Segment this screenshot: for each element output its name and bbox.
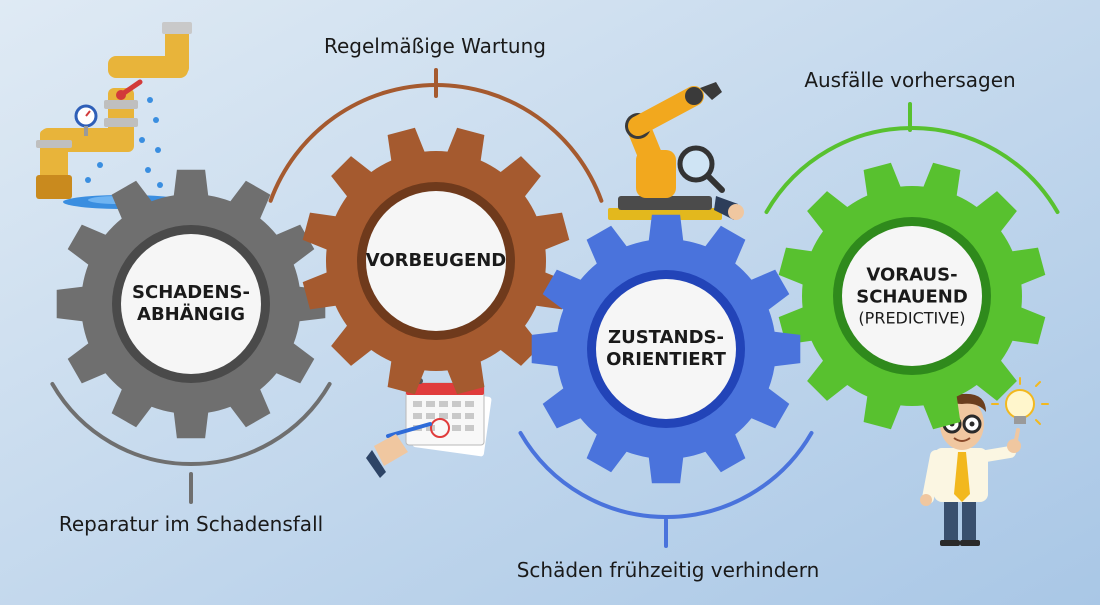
gear-hub	[366, 191, 506, 331]
gear-hub	[842, 226, 982, 366]
caption-predictive: Ausfälle vorhersagen	[804, 68, 1016, 92]
gear-title-line: VORAUS-	[866, 264, 958, 286]
gear-label-reactive: SCHADENS- ABHÄNGIG	[132, 282, 250, 326]
gear-hub	[121, 234, 261, 374]
gear-predictive	[778, 162, 1046, 430]
gear-label-preventive: VORBEUGEND	[366, 250, 506, 272]
gear-label-condition: ZUSTANDS- ORIENTIERT	[606, 327, 726, 371]
gear-label-predictive: VORAUS- SCHAUEND (PREDICTIVE)	[856, 264, 968, 327]
gear-reactive	[56, 169, 326, 439]
gear-subtitle: (PREDICTIVE)	[858, 308, 966, 328]
bracket-arc-reactive	[50, 382, 332, 467]
robot-arm-icon	[608, 82, 744, 220]
gear-hub	[596, 279, 736, 419]
gear-condition	[531, 214, 801, 484]
gear-preventive	[302, 127, 570, 395]
caption-condition: Schäden frühzeitig verhindern	[516, 558, 820, 582]
gears-layer	[50, 68, 1060, 548]
caption-reactive: Reparatur im Schadensfall	[58, 512, 324, 536]
bracket-arc-condition	[518, 431, 814, 519]
gear-title-line: ORIENTIERT	[606, 349, 726, 370]
gear-title-line: SCHADENS-	[132, 282, 250, 304]
gear-title-line: SCHAUEND	[856, 286, 968, 308]
gear-title-line: ABHÄNGIG	[137, 304, 245, 325]
gear-title-line: VORBEUGEND	[365, 250, 507, 272]
gear-title-line: ZUSTANDS-	[608, 327, 724, 349]
caption-preventive: Regelmäßige Wartung	[324, 34, 546, 58]
